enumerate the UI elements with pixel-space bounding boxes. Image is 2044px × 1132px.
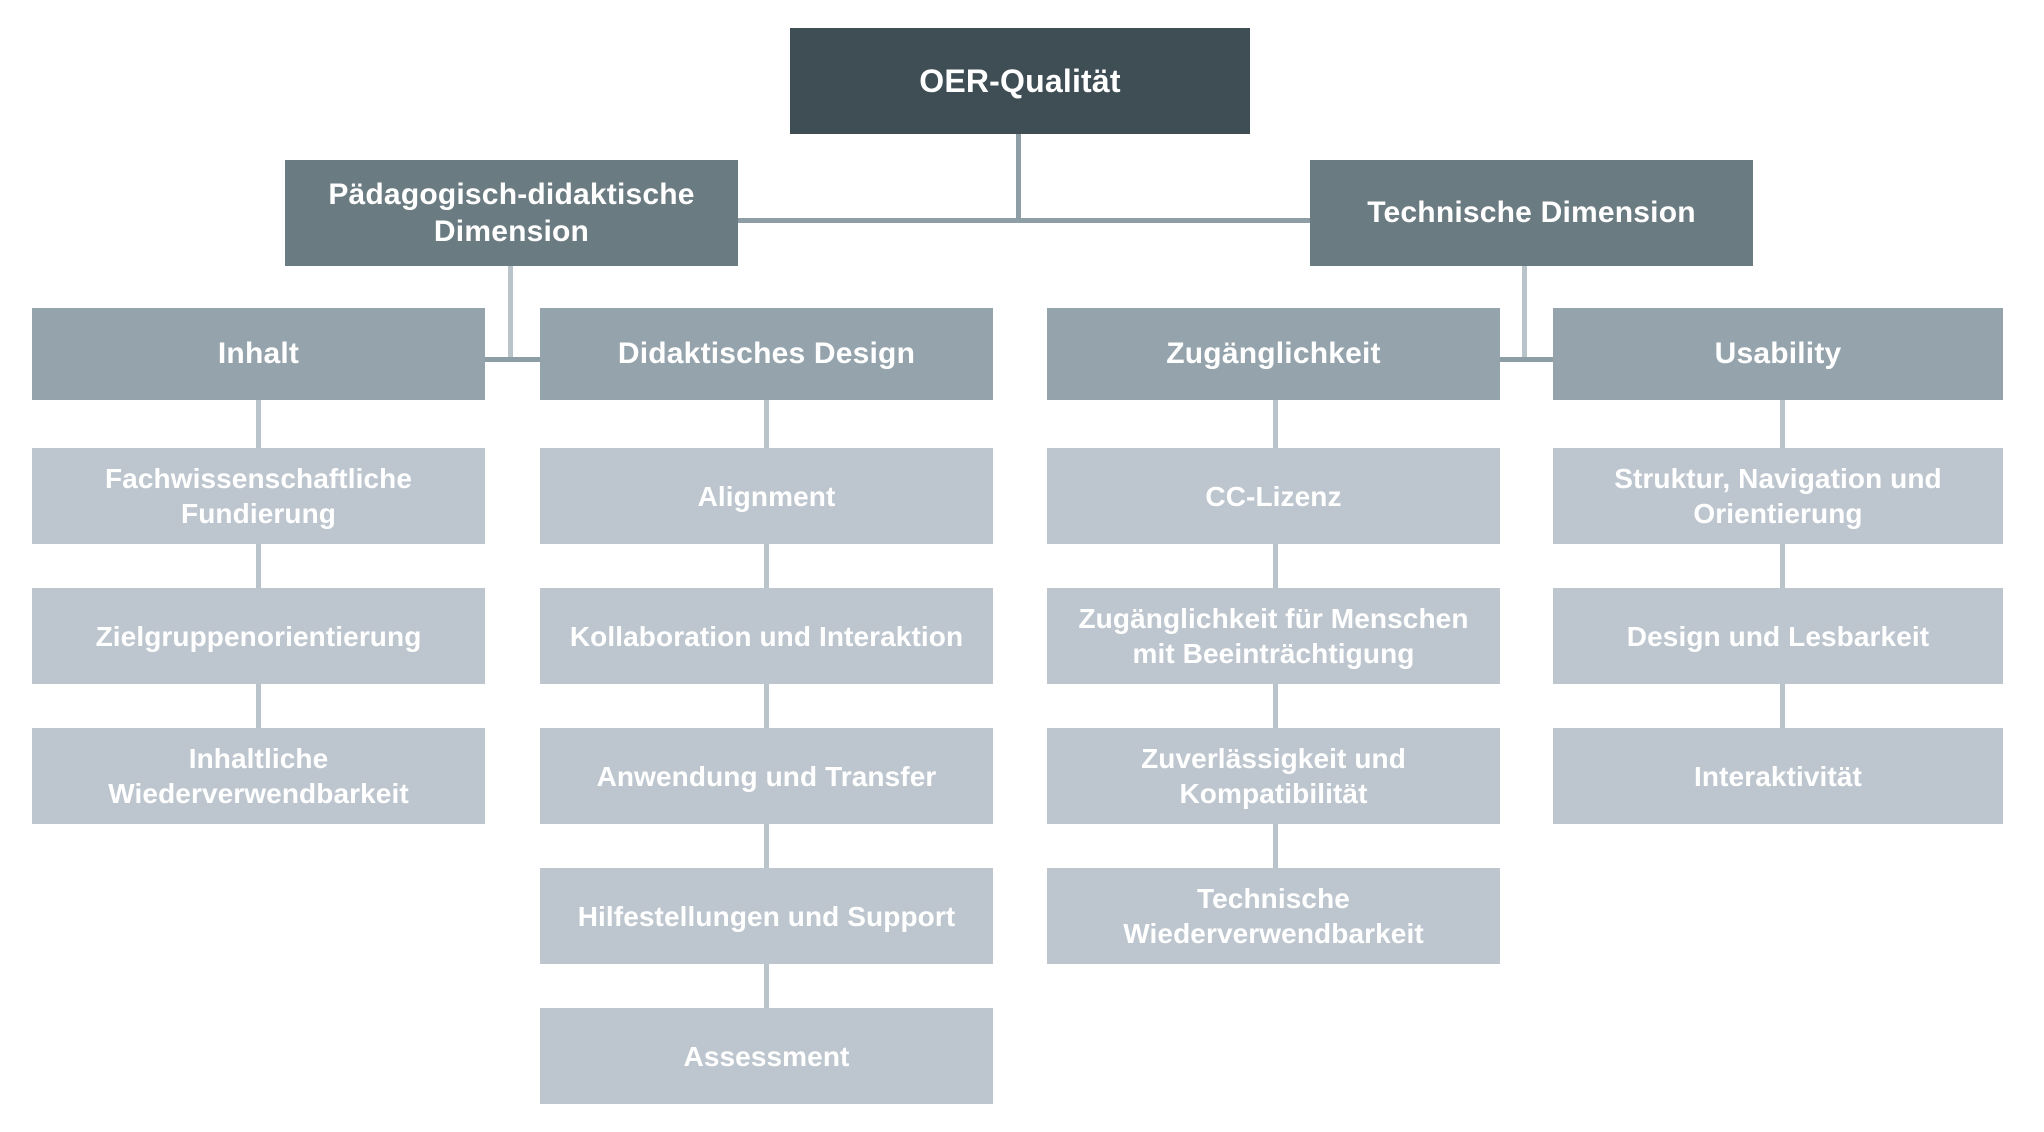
node-criterion-zugaenglichkeit-beeintraechtigung[interactable]: Zugänglichkeit für Menschen mit Beeinträ… (1047, 588, 1500, 684)
connector-didaktik-stem-1 (764, 400, 769, 450)
node-criterion-zuverlaessigkeit-und-kompatibilitaet[interactable]: Zuverlässigkeit und Kompatibilität (1047, 728, 1500, 824)
connector-didaktik-stem-5 (764, 963, 769, 1013)
connector-zugaenglichkeit-stem-1 (1273, 400, 1278, 450)
connector-didaktik-stem-3 (764, 683, 769, 733)
connector-didaktik-stem-4 (764, 823, 769, 873)
connector-didaktik-stem-2 (764, 543, 769, 593)
connector-inhalt-stem-1 (256, 400, 261, 450)
node-criterion-assessment[interactable]: Assessment (540, 1008, 993, 1104)
node-criterion-fachwissenschaftliche-fundierung[interactable]: Fachwissenschaftliche Fundierung (32, 448, 485, 544)
node-criterion-hilfestellungen-und-support[interactable]: Hilfestellungen und Support (540, 868, 993, 964)
connector-pedagogic-down (508, 266, 513, 362)
connector-zugaenglichkeit-stem-3 (1273, 683, 1278, 733)
node-criterion-design-und-lesbarkeit[interactable]: Design und Lesbarkeit (1553, 588, 2003, 684)
connector-usability-stem-2 (1780, 543, 1785, 593)
connector-zugaenglichkeit-stem-4 (1273, 823, 1278, 873)
connector-inhalt-stem-3 (256, 683, 261, 733)
node-root-oer-qualitaet[interactable]: OER-Qualität (790, 28, 1250, 134)
node-criterion-kollaboration-und-interaktion[interactable]: Kollaboration und Interaktion (540, 588, 993, 684)
connector-inhalt-stem-2 (256, 543, 261, 593)
connector-usability-stem-3 (1780, 683, 1785, 733)
node-criterion-inhaltliche-wiederverwendbarkeit[interactable]: Inhaltliche Wiederverwendbarkeit (32, 728, 485, 824)
node-dimension-paedagogisch-didaktisch[interactable]: Pädagogisch-didaktische Dimension (285, 160, 738, 266)
connector-technical-down (1522, 266, 1527, 362)
node-criterion-interaktivitaet[interactable]: Interaktivität (1553, 728, 2003, 824)
node-criterion-technische-wiederverwendbarkeit[interactable]: Technische Wiederverwendbarkeit (1047, 868, 1500, 964)
node-criterion-zielgruppenorientierung[interactable]: Zielgruppenorientierung (32, 588, 485, 684)
connector-usability-stem-1 (1780, 400, 1785, 450)
connector-technical-bus (1495, 357, 1555, 362)
node-criterion-struktur-navigation-orientierung[interactable]: Struktur, Navigation und Orientierung (1553, 448, 2003, 544)
connector-pedagogic-bus (484, 357, 542, 362)
node-criterion-anwendung-und-transfer[interactable]: Anwendung und Transfer (540, 728, 993, 824)
node-category-usability[interactable]: Usability (1553, 308, 2003, 400)
node-criterion-cc-lizenz[interactable]: CC-Lizenz (1047, 448, 1500, 544)
node-category-inhalt[interactable]: Inhalt (32, 308, 485, 400)
node-dimension-technisch[interactable]: Technische Dimension (1310, 160, 1753, 266)
connector-root-down (1016, 134, 1021, 222)
node-criterion-alignment[interactable]: Alignment (540, 448, 993, 544)
connector-zugaenglichkeit-stem-2 (1273, 543, 1278, 593)
node-category-zugaenglichkeit[interactable]: Zugänglichkeit (1047, 308, 1500, 400)
node-category-didaktisches-design[interactable]: Didaktisches Design (540, 308, 993, 400)
connector-dimension-bus (736, 218, 1312, 223)
